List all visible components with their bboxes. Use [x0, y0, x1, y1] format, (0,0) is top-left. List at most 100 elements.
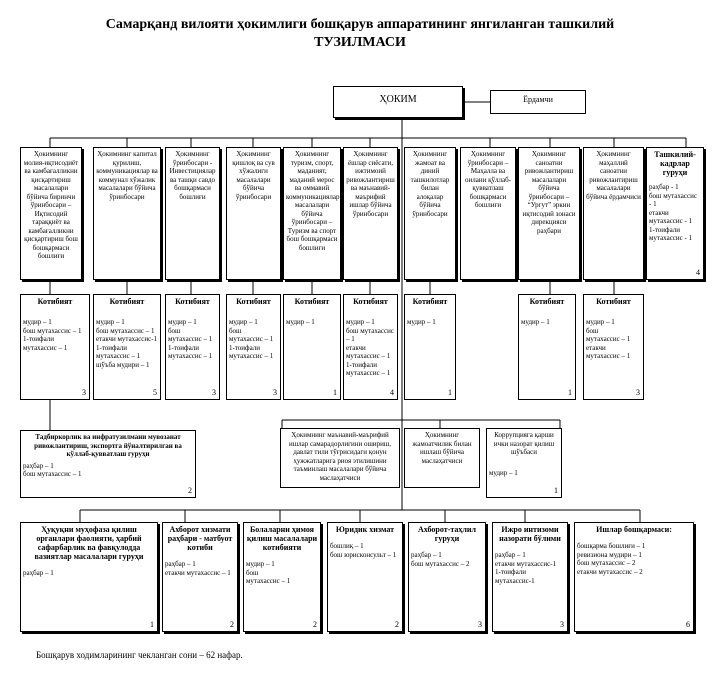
advisor-box: Ҳокимнинг маънавий-маърифий ишлар самара… [280, 428, 400, 488]
unit-title: Юридик хизмат [335, 525, 395, 534]
unit-box: Ижро интизоми назорати бўлими раҳбар – 1… [492, 522, 568, 632]
unit-staff: мудир – 1 бош мутахассис – 1 [246, 560, 291, 585]
secretariat-staff: мудир – 1 бош мутахассис – 1 1-тоифали м… [23, 318, 82, 352]
deputy-label: Ҳокимнинг ёшлар сиёсати, ижтимоий ривожл… [346, 150, 395, 218]
anticorruption-box: Коррупцияга қарши ички назорат қилиш шўъ… [486, 428, 562, 498]
secretariat-title: Котибият [109, 297, 145, 306]
unit-box: Болаларни ҳимоя қилиш масалалари котибия… [243, 522, 321, 632]
anticorruption-count: 1 [554, 485, 558, 495]
unit-staff: бошлиқ – 1 бош юрисконсульт – 1 [330, 542, 397, 559]
sector-count: 2 [188, 485, 192, 495]
unit-count: 6 [686, 619, 690, 629]
secretariat-staff: мудир – 1 [521, 318, 550, 326]
secretariat-count: 5 [153, 387, 157, 397]
secretariat-title: Котибият [175, 297, 210, 306]
anticorruption-title: Коррупцияга қарши ички назорат қилиш шўъ… [493, 431, 555, 456]
unit-box: Ахборот хизмати раҳбари - матбуот котиби… [162, 522, 238, 632]
sector-staff: раҳбар – 1 бош мутахассис – 1 [23, 461, 82, 479]
secretariat-staff: мудир – 1 бош мутахассис – 1 етакчи мута… [586, 318, 631, 360]
kadr-group-box: Ташкилий-кадрлар гуруҳи раҳбар - 1 бош м… [646, 147, 704, 280]
unit-title: Ҳуқуқни муҳофаза қилиш органлари фаолият… [34, 525, 144, 561]
unit-title: Ахборот-таҳлил гуруҳи [418, 525, 476, 543]
secretariat-staff: мудир – 1 бош мутахассис – 1 1-тоифали м… [229, 318, 274, 360]
deputy-box: Ҳокимнинг жамоат ва диний ташкилотлар би… [404, 147, 456, 280]
secretariat-count: 3 [82, 387, 86, 397]
hokim-label: ҲОКИМ [379, 94, 417, 105]
advisor-title: Ҳокимнинг маънавий-маърифий ишлар самара… [289, 431, 391, 482]
advisor-box: Ҳокимнинг жамоатчилик билан ишлаш бўйича… [404, 428, 480, 488]
deputy-box: Ҳокимнинг қишлоқ ва сув хўжалиги масалал… [226, 147, 281, 280]
secretariat-staff: мудир – 1 бош мутахассис – 1 1-тоифали м… [168, 318, 213, 360]
sector-title: Тадбиркорлик ва инфратузилмани мувозанат… [34, 433, 182, 458]
secretariat-staff: мудир – 1 [407, 318, 436, 326]
unit-count: 3 [560, 619, 564, 629]
kadr-group-staff: раҳбар - 1 бош мутахассис - 1 етакчи мут… [649, 183, 697, 242]
advisor-title: Ҳокимнинг жамоатчилик билан ишлаш бўйича… [412, 431, 472, 465]
deputy-label: Ҳокимнинг қишлоқ ва сув хўжалиги масалал… [232, 150, 275, 201]
secretariat-title: Котибият [236, 297, 271, 306]
secretariat-box: Котибият мудир – 1 бош мутахассис – 1 ет… [583, 294, 644, 400]
deputy-box: Ҳокимнинг туризм, спорт, маданият, мадан… [283, 147, 341, 280]
unit-staff: раҳбар – 1 етакчи мутахассис – 1 [165, 560, 231, 577]
unit-staff: раҳбар – 1 [23, 569, 54, 577]
assistant-box: Ёрдамчи [490, 90, 586, 114]
staff-total-note: Бошқарув ходимларининг чекланган сони – … [36, 650, 243, 660]
secretariat-staff: мудир – 1 бош мутахассис – 1 етакчи мута… [96, 318, 158, 369]
deputy-box: Ҳокимнинг саноатни ривожлантириш масалал… [518, 147, 580, 280]
kadr-group-title: Ташкилий-кадрлар гуруҳи [654, 150, 696, 177]
unit-count: 1 [150, 619, 154, 629]
secretariat-count: 3 [212, 387, 216, 397]
deputy-label: Ҳокимнинг капитал қурилиш, коммуникациял… [96, 150, 158, 201]
secretariat-box: Котибият мудир – 1 1 [518, 294, 576, 400]
secretariat-title: Котибият [353, 297, 388, 306]
sector-box: Тадбиркорлик ва инфратузилмани мувозанат… [20, 430, 196, 498]
secretariat-box: Котибият мудир – 1 бош мутахассис – 1 1-… [20, 294, 90, 400]
deputy-label: Ҳокимнинг молия-иқтисодиёт ва камбағалли… [23, 150, 79, 260]
secretariat-title: Котибият [412, 297, 448, 306]
secretariat-count: 4 [390, 387, 394, 397]
unit-box: Ҳуқуқни муҳофаза қилиш органлари фаолият… [20, 522, 158, 632]
deputy-box: Ҳокимнинг ўринбосари - Инвестициялар ва … [165, 147, 220, 280]
unit-box: Ахборот-таҳлил гуруҳи раҳбар – 1 бош мут… [408, 522, 486, 632]
secretariat-count: 3 [273, 387, 277, 397]
hokim-box: ҲОКИМ [333, 86, 463, 118]
secretariat-count: 1 [568, 387, 572, 397]
secretariat-box: Котибият мудир – 1 бош мутахассис – 1 ет… [343, 294, 398, 400]
secretariat-box: Котибият мудир – 1 1 [283, 294, 341, 400]
anticorruption-staff: мудир – 1 [489, 468, 518, 477]
deputy-label: Ҳокимнинг ўринбосари - Инвестициялар ва … [169, 150, 216, 201]
deputy-label: Ҳокимнинг маҳаллий саноатни ривожлантири… [586, 150, 641, 201]
unit-title: Ишлар бошқармаси: [596, 525, 672, 534]
unit-count: 2 [395, 619, 399, 629]
secretariat-count: 1 [448, 387, 452, 397]
assistant-label: Ёрдамчи [523, 95, 553, 104]
unit-box: Юридик хизмат бошлиқ – 1 бош юрисконсуль… [327, 522, 403, 632]
secretariat-staff: мудир – 1 бош мутахассис – 1 етакчи мута… [346, 318, 394, 377]
deputy-box: Ҳокимнинг молия-иқтисодиёт ва камбағалли… [20, 147, 82, 280]
unit-count: 2 [230, 619, 234, 629]
secretariat-staff: мудир – 1 [286, 318, 315, 326]
secretariat-box: Котибият мудир – 1 бош мутахассис – 1 1-… [226, 294, 281, 400]
secretariat-title: Котибият [37, 297, 73, 306]
deputy-box: Ҳокимнинг ўринбосари – Маҳалла ва оилани… [460, 147, 516, 280]
unit-title: Ижро интизоми назорати бўлими [499, 525, 561, 543]
deputy-label: Ҳокимнинг туризм, спорт, маданият, мадан… [286, 150, 340, 252]
secretariat-title: Котибият [596, 297, 631, 306]
secretariat-title: Котибият [529, 297, 565, 306]
secretariat-count: 3 [636, 387, 640, 397]
deputy-label: Ҳокимнинг саноатни ривожлантириш масалал… [522, 150, 576, 235]
unit-title: Болаларни ҳимоя қилиш масалалари котибия… [246, 525, 318, 552]
unit-staff: раҳбар – 1 етакчи мутахассис-1 1-тоифали… [495, 551, 557, 585]
secretariat-title: Котибият [294, 297, 330, 306]
deputy-label: Ҳокимнинг жамоат ва диний ташкилотлар би… [410, 150, 450, 218]
secretariat-box: Котибият мудир – 1 1 [404, 294, 456, 400]
deputy-box: Ҳокимнинг капитал қурилиш, коммуникациял… [93, 147, 161, 280]
unit-box: Ишлар бошқармаси: бошқарма бошлиғи – 1 р… [574, 522, 694, 632]
kadr-group-count: 4 [696, 267, 700, 277]
unit-count: 2 [313, 619, 317, 629]
unit-staff: бошқарма бошлиғи – 1 ревизиона мудири – … [577, 542, 646, 576]
deputy-box: Ҳокимнинг маҳаллий саноатни ривожлантири… [583, 147, 644, 280]
page-title: Самарқанд вилояти ҳокимлиги бошқарув апп… [105, 17, 615, 50]
secretariat-count: 1 [333, 387, 337, 397]
